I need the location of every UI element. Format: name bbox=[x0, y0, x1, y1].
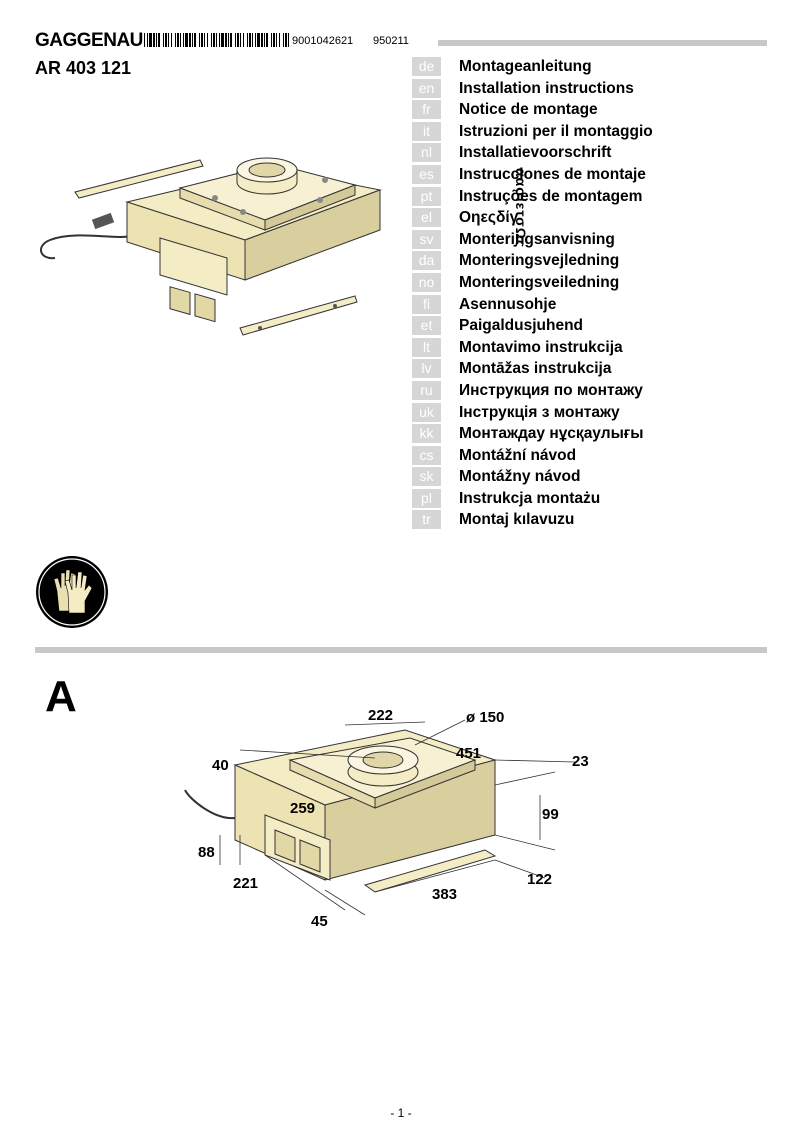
language-row-uk: uk Інструкція з монтажу bbox=[412, 402, 772, 424]
language-title: Montážny návod bbox=[459, 468, 581, 486]
language-code: fr bbox=[412, 100, 441, 120]
language-code: nl bbox=[412, 143, 441, 163]
language-code: ru bbox=[412, 380, 441, 400]
dimension-40: 40 bbox=[212, 757, 229, 774]
language-title: Montavimo instrukcija bbox=[459, 338, 623, 356]
section-separator bbox=[35, 647, 767, 653]
language-code: it bbox=[412, 121, 441, 141]
language-code: sv bbox=[412, 229, 441, 249]
language-row-fi: fi Asennusohje bbox=[412, 294, 772, 316]
language-list: de Montageanleitung en Installation instruc… bbox=[412, 56, 772, 531]
language-title: Installatievoorschrift bbox=[459, 144, 612, 162]
language-title: Монтаждау нұсқаулығы bbox=[459, 425, 644, 443]
section-label: A bbox=[45, 672, 77, 721]
language-code: en bbox=[412, 78, 441, 98]
language-code: de bbox=[412, 57, 441, 76]
language-row-el: el Οηεςδίγ bbox=[412, 207, 772, 229]
hood-unit-illustration bbox=[40, 157, 382, 336]
language-row-tr: tr Montaj kılavuzu bbox=[412, 509, 772, 531]
dimension-122: 122 bbox=[527, 871, 553, 888]
language-row-fr: fr Notice de montage bbox=[412, 99, 772, 121]
language-row-no: no Monteringsveiledning bbox=[412, 272, 772, 294]
language-row-sv: sv Monteringsanvisning bbox=[412, 229, 772, 251]
language-title: Installation instructions bbox=[459, 79, 634, 97]
language-code: uk bbox=[412, 402, 441, 422]
language-title: Montāžas instrukcija bbox=[459, 360, 612, 378]
language-row-it: it Istruzioni per il montaggio bbox=[412, 121, 772, 143]
language-row-et: et Paigaldusjuhend bbox=[412, 315, 772, 337]
language-title: Monteringsanvisning bbox=[459, 230, 615, 248]
language-row-pl: pl Instrukcja montażu bbox=[412, 488, 772, 510]
language-row-lv: lv Montāžas instrukcija bbox=[412, 358, 772, 380]
dimension-222: 222 bbox=[368, 707, 394, 724]
language-code: fi bbox=[412, 294, 441, 314]
dimension-383: 383 bbox=[432, 886, 458, 903]
language-code: kk bbox=[412, 424, 441, 444]
language-code: et bbox=[412, 316, 441, 336]
language-code: tr bbox=[412, 510, 441, 530]
gloves-icon bbox=[36, 556, 108, 628]
language-row-da: da Monteringsvejledning bbox=[412, 250, 772, 272]
dimension-259: 259 bbox=[290, 800, 316, 817]
language-row-kk: kk Монтаждау нұсқаулығы bbox=[412, 423, 772, 445]
language-code: no bbox=[412, 272, 441, 292]
dimension-451: 451 bbox=[456, 745, 482, 762]
dimension-diameter-150: ø 150 bbox=[466, 709, 505, 726]
language-title: Инструкция по монтажу bbox=[459, 381, 643, 399]
language-code: pt bbox=[412, 186, 441, 206]
language-title: Montážní návod bbox=[459, 446, 577, 464]
header-bar bbox=[438, 40, 767, 46]
language-row-nl: nl Installatievoorschrift bbox=[412, 142, 772, 164]
barcode-number: 9001042621 bbox=[292, 35, 354, 47]
language-title: Paigaldusjuhend bbox=[459, 317, 584, 335]
dimension-88: 88 bbox=[198, 844, 215, 861]
language-title: Istruzioni per il montaggio bbox=[459, 122, 653, 140]
language-code: lv bbox=[412, 359, 441, 379]
language-code: pl bbox=[412, 488, 441, 508]
dimension-drawing bbox=[184, 719, 576, 916]
language-code: lt bbox=[412, 337, 441, 357]
language-row-ru: ru Инструкция по монтажу bbox=[412, 380, 772, 402]
language-code: sk bbox=[412, 467, 441, 487]
language-row-sk: sk Montážny návod bbox=[412, 466, 772, 488]
dimension-221: 221 bbox=[233, 875, 259, 892]
language-row-pt: pt Instruções de montagem bbox=[412, 186, 772, 208]
language-title: Monteringsveiledning bbox=[459, 273, 620, 291]
language-title: Montageanleitung bbox=[459, 58, 592, 75]
language-row-lt: lt Montavimo instrukcija bbox=[412, 337, 772, 359]
language-title: Asennusohje bbox=[459, 295, 557, 313]
model-number: AR 403 121 bbox=[35, 58, 132, 78]
language-code: cs bbox=[412, 445, 441, 465]
language-title: Οηεςδίγ bbox=[459, 209, 519, 227]
page-number: - 1 - bbox=[390, 1106, 412, 1120]
language-title: Monteringsvejledning bbox=[459, 252, 620, 270]
language-row-cs: cs Montážní návod bbox=[412, 445, 772, 467]
barcode bbox=[144, 33, 289, 47]
greek-title-overlay: αασίετσΩς bbox=[513, 168, 529, 249]
brand-logo: GAGGENAU bbox=[35, 30, 143, 51]
dimension-99: 99 bbox=[542, 806, 559, 823]
dimension-45: 45 bbox=[311, 913, 328, 930]
document-date: 950211 bbox=[373, 35, 409, 47]
language-title: Notice de montage bbox=[459, 101, 598, 119]
language-title: Instrukcja montażu bbox=[459, 489, 601, 507]
language-title: Montaj kılavuzu bbox=[459, 511, 575, 529]
language-title: Інструкція з монтажу bbox=[459, 403, 620, 421]
dimension-23: 23 bbox=[572, 753, 589, 770]
language-code: el bbox=[412, 208, 441, 228]
language-title: Instruções de montagem bbox=[459, 187, 643, 205]
language-code: es bbox=[412, 164, 441, 184]
language-row-es: es Instrucciones de montaje bbox=[412, 164, 772, 186]
language-row-de: de Montageanleitung bbox=[412, 56, 772, 78]
language-row-en: en Installation instructions bbox=[412, 78, 772, 100]
language-title: Instrucciones de montaje bbox=[459, 165, 646, 183]
language-code: da bbox=[412, 251, 441, 271]
